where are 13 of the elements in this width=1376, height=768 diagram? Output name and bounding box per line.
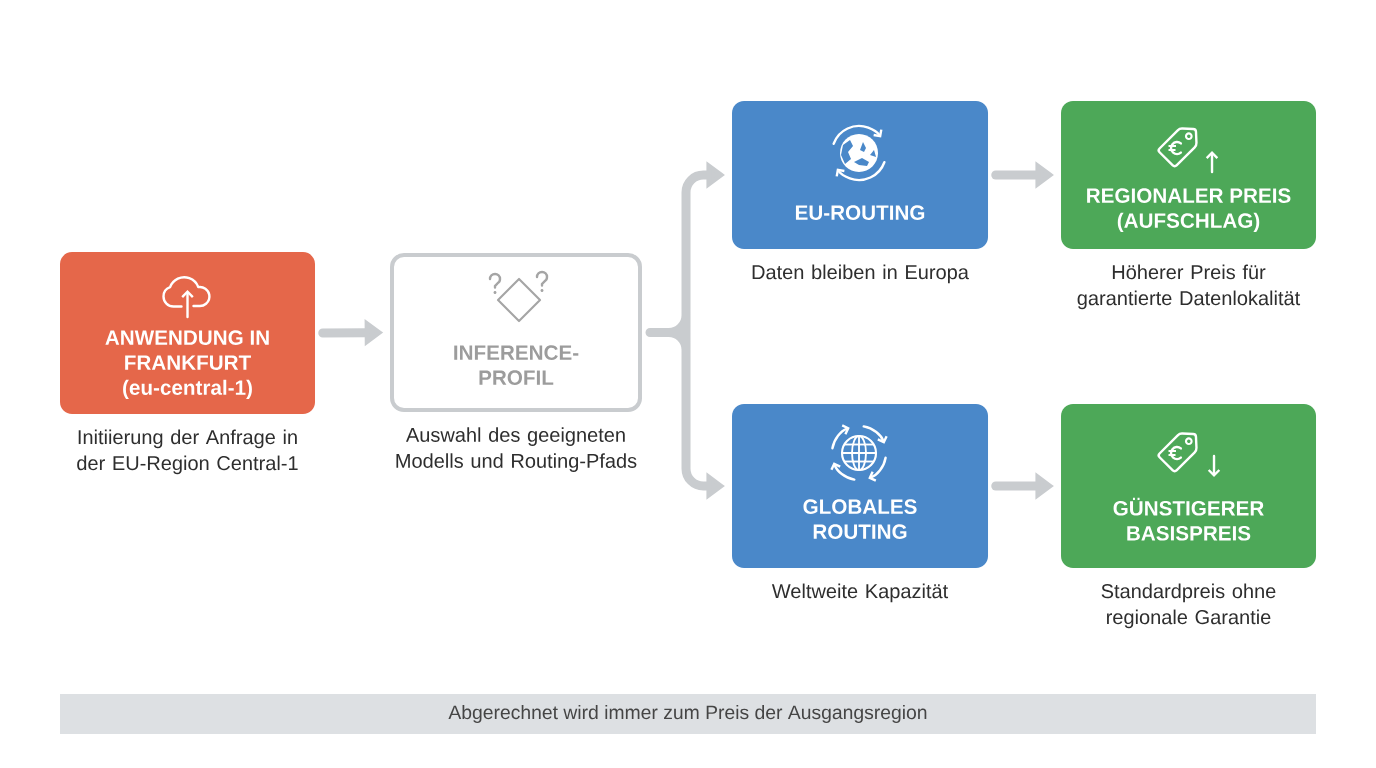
process-box: GÜNSTIGERER BASISPREIS xyxy=(1061,404,1316,568)
process-box: GLOBALES ROUTING xyxy=(732,404,988,568)
description-text: Daten bleiben in Europa xyxy=(752,264,969,284)
process-box: REGIONALER PREIS (AUFSCHLAG) xyxy=(1061,101,1316,249)
description-text: Weltweite Kapazität xyxy=(771,583,949,603)
description-text: Auswahl des geeigneten Modells und Routing-Pfads xyxy=(396,427,637,472)
description-text: Standardpreis ohne regionale Garantie xyxy=(1101,583,1276,629)
process-box: ANWENDUNG IN FRANKFURT (eu-central-1) xyxy=(60,252,315,414)
process-box: EU-ROUTING xyxy=(732,101,988,249)
process-box: INFERENCE-PROFIL xyxy=(390,253,642,412)
note-band: Abgerechnet wird immer zum Preis der Ausgangsregion xyxy=(60,694,1316,734)
description-text: Höherer Preis für garantierte Datenlokalität xyxy=(1077,264,1301,310)
description-text: Initiierung der Anfrage in der EU-Region Central-1 xyxy=(77,429,298,475)
